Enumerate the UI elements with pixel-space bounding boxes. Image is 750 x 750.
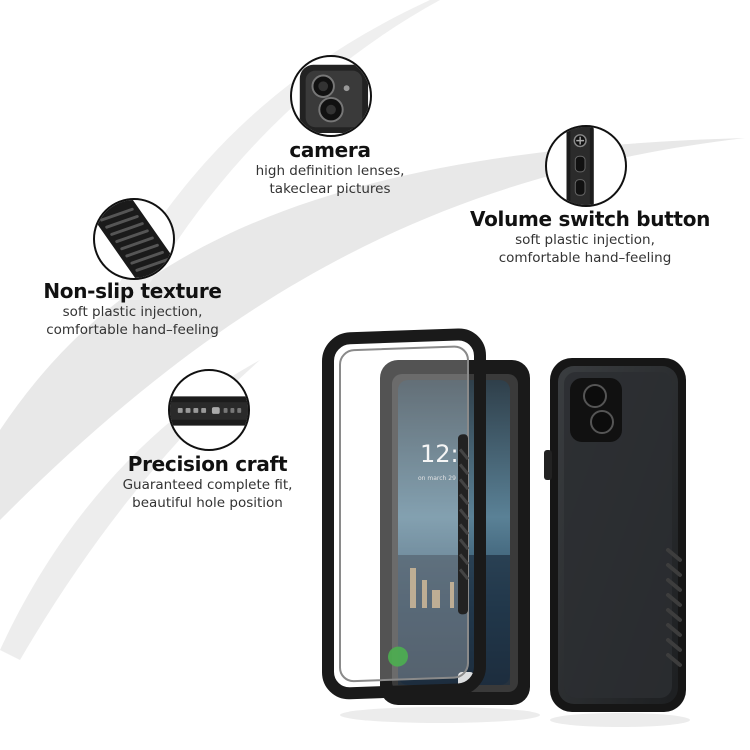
volume-title: Volume switch button	[470, 207, 711, 231]
nonslip-title: Non-slip texture	[43, 279, 222, 303]
camera-detail-circle	[290, 55, 372, 137]
lock-screen-time: 12:	[420, 440, 459, 468]
precision-desc-line1: Guaranteed complete fit,	[122, 477, 293, 493]
lock-screen-date: on march 29	[418, 475, 456, 482]
volume-feature: Volume switch button soft plastic inject…	[470, 207, 711, 267]
product-phones-image: 12: on march 29	[322, 328, 690, 727]
grip-texture-icon	[95, 200, 173, 278]
nonslip-desc-line1: soft plastic injection,	[62, 304, 203, 320]
camera-title: camera	[289, 138, 371, 162]
camera-feature: camera high definition lenses, takeclear…	[230, 138, 430, 198]
volume-desc-line1: soft plastic injection,	[515, 232, 655, 248]
camera-lens-icon	[299, 64, 369, 134]
nonslip-desc-line2: comfortable hand–feeling	[46, 322, 219, 338]
nonslip-feature: Non-slip texture soft plastic injection,…	[30, 279, 235, 339]
camera-desc-line1: high definition lenses,	[255, 163, 405, 179]
volume-desc-line2: comfortable hand–feeling	[498, 250, 672, 266]
volume-detail-circle	[545, 125, 627, 207]
precision-feature: Precision craft Guaranteed complete fit,…	[105, 452, 310, 512]
precision-detail-circle	[168, 369, 250, 451]
precision-desc-line2: beautiful hole position	[132, 495, 283, 511]
precision-title: Precision craft	[127, 452, 288, 476]
volume-button-icon	[566, 127, 594, 205]
camera-desc-line2: takeclear pictures	[269, 181, 391, 197]
speaker-port-icon	[170, 396, 248, 426]
case-rear-view	[544, 358, 686, 712]
case-front-frame	[322, 328, 486, 700]
nonslip-detail-circle	[93, 198, 175, 280]
